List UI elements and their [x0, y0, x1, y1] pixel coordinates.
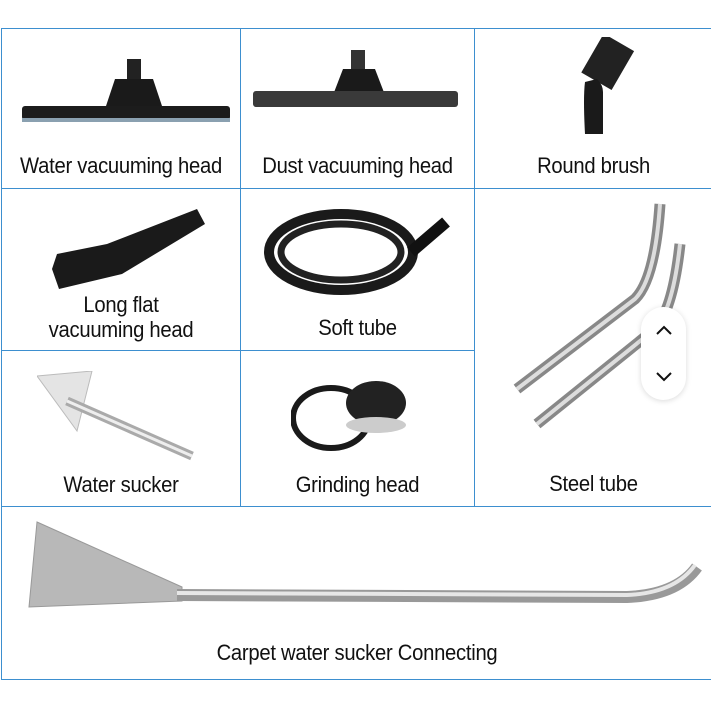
- item-label: Round brush: [537, 153, 650, 178]
- item-water-sucker: Water sucker: [1, 350, 241, 507]
- scroll-down-button[interactable]: [641, 357, 686, 397]
- chevron-down-icon: [655, 372, 672, 382]
- chevron-up-icon: [655, 325, 672, 335]
- item-long-flat-vacuuming-head: Long flat vacuuming head: [1, 188, 241, 351]
- item-dust-vacuuming-head: Dust vacuuming head: [240, 28, 475, 189]
- item-soft-tube: Soft tube: [240, 188, 475, 351]
- item-carpet-water-sucker: Carpet water sucker Connecting: [1, 506, 711, 680]
- water-sucker-image: [37, 371, 194, 461]
- item-label: Dust vacuuming head: [262, 153, 453, 178]
- scroll-control: [641, 307, 686, 400]
- scroll-up-button[interactable]: [641, 310, 686, 350]
- item-label: Soft tube: [318, 315, 397, 340]
- item-water-vacuuming-head: Water vacuuming head: [1, 28, 241, 189]
- accessory-grid: Water vacuuming head Dust vacuuming head…: [1, 28, 711, 680]
- long-flat-vacuuming-head-image: [52, 209, 205, 289]
- item-round-brush: Round brush: [474, 28, 711, 189]
- item-label-line1: Long flat: [83, 292, 159, 317]
- item-steel-tube: Steel tube: [474, 188, 711, 507]
- soft-tube-image: [264, 209, 450, 295]
- water-vacuuming-head-image: [22, 59, 230, 122]
- grinding-head-image: [291, 381, 406, 451]
- item-label: Water sucker: [63, 472, 179, 497]
- item-label-line2: vacuuming head: [48, 317, 194, 342]
- dust-vacuuming-head-image: [253, 50, 458, 107]
- item-label: Grinding head: [295, 472, 420, 497]
- item-grinding-head: Grinding head: [240, 350, 475, 507]
- round-brush-image: [581, 37, 635, 134]
- item-label: Water vacuuming head: [20, 153, 222, 178]
- carpet-water-sucker-image: [28, 521, 702, 608]
- item-label: Steel tube: [549, 471, 638, 496]
- item-label: Carpet water sucker Connecting: [216, 640, 498, 665]
